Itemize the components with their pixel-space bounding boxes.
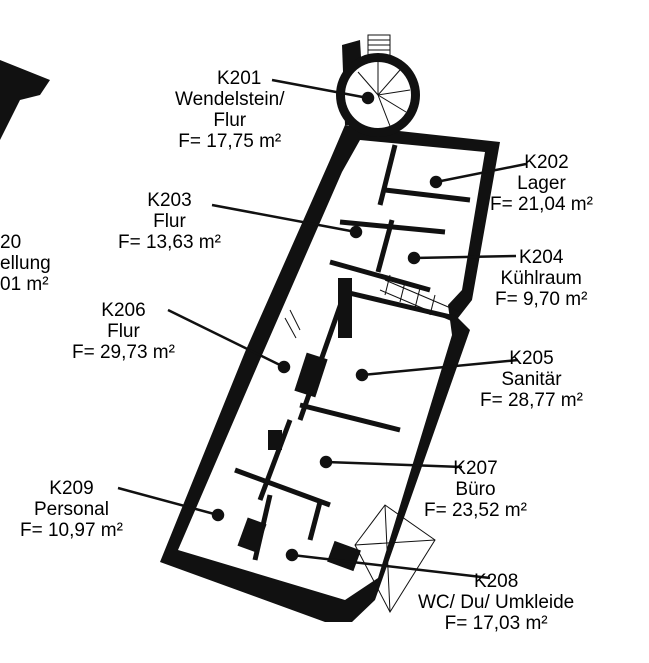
room-id: K204 [519, 247, 564, 268]
room-name: Personal [33, 499, 109, 520]
room-name-2: Flur [213, 110, 247, 131]
wall-blocks [237, 278, 361, 572]
room-area: F= 23,52 m² [424, 500, 527, 521]
cut-off-label: 20 ellung 01 m² [0, 232, 51, 295]
room-label-K202: K202 Lager F= 21,04 m² [490, 152, 593, 215]
room-id: K207 [453, 458, 498, 479]
room-label-K201: K201 Wendelstein/ Flur F= 17,75 m² [175, 68, 285, 152]
room-id: K202 [524, 152, 569, 173]
room-id: K206 [101, 300, 146, 321]
cut-off-area: 01 m² [0, 274, 49, 295]
neighbour-building [0, 60, 50, 140]
room-label-K203: K203 Flur F= 13,63 m² [118, 190, 221, 253]
room-area: F= 10,97 m² [20, 520, 123, 541]
room-area: F= 29,73 m² [72, 342, 175, 363]
floor-area [178, 140, 485, 600]
cut-off-name: ellung [0, 253, 51, 274]
room-id: K201 [217, 68, 262, 89]
room-name: Büro [455, 479, 496, 500]
room-id: K208 [473, 571, 519, 592]
leader-K202 [435, 162, 527, 184]
room-name: Wendelstein/ [175, 89, 285, 110]
room-label-K209: K209 Personal F= 10,97 m² [20, 478, 123, 541]
room-area: F= 28,77 m² [480, 390, 583, 411]
room-name: Sanitär [501, 369, 562, 390]
leader-K205 [361, 358, 519, 377]
room-name: Kühlraum [500, 268, 582, 289]
leader-K208 [291, 553, 491, 580]
leader-K201 [271, 78, 369, 100]
leader-K209 [117, 486, 219, 517]
room-id: K209 [49, 478, 94, 499]
room-name: WC/ Du/ Umkleide [418, 592, 575, 613]
room-label-K204: K204 Kühlraum F= 9,70 m² [495, 247, 587, 310]
room-name: Flur [107, 321, 140, 342]
room-label-K207: K207 Büro F= 23,52 m² [424, 458, 527, 521]
leader-K206 [167, 308, 285, 369]
room-area: F= 13,63 m² [118, 232, 221, 253]
room-id: K203 [147, 190, 192, 211]
room-name: Lager [517, 173, 566, 194]
cut-off-id: 20 [0, 232, 22, 253]
room-label-K208: K208 WC/ Du/ Umkleide F= 17,03 m² [418, 571, 574, 634]
interior-walls [234, 144, 471, 561]
porch [354, 504, 436, 614]
room-id: K205 [509, 348, 554, 369]
room-area: F= 17,03 m² [444, 613, 548, 634]
room-area: F= 17,75 m² [178, 131, 282, 152]
room-name: Flur [153, 211, 186, 232]
room-label-K205: K205 Sanitär F= 28,77 m² [480, 348, 583, 411]
spiral-stair-tower [336, 40, 420, 137]
leader-K204 [413, 254, 517, 260]
leader-K203 [211, 203, 357, 234]
room-label-K206: K206 Flur F= 29,73 m² [72, 300, 175, 363]
room-area: F= 21,04 m² [490, 194, 593, 215]
stair-lines [284, 34, 461, 339]
room-area: F= 9,70 m² [495, 289, 588, 310]
leader-K207 [325, 460, 463, 469]
